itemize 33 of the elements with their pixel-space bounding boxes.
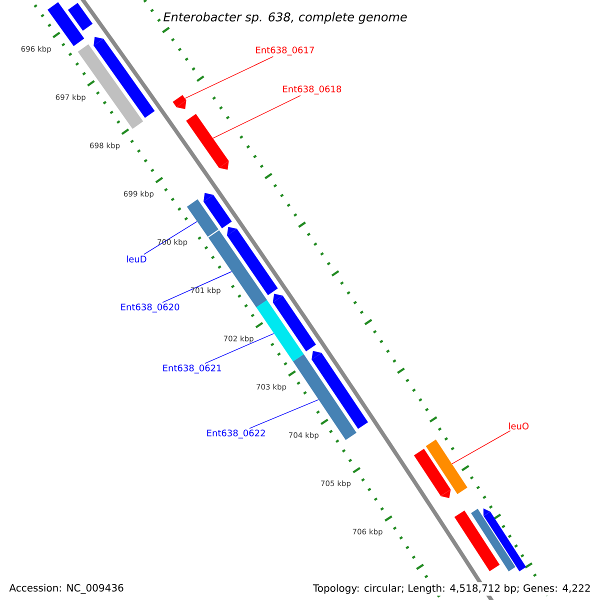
gene-block (471, 508, 516, 572)
leader-line (249, 399, 319, 429)
gene-label: Ent638_0621 (163, 364, 221, 374)
gene-block (483, 508, 526, 572)
gene-block (172, 94, 186, 110)
title: Enterobacter sp. 638, complete genome (161, 10, 410, 26)
gene-block (414, 448, 451, 498)
leader-line (212, 95, 301, 138)
gene-label: Ent638_0620 (121, 304, 180, 312)
gene-block (186, 114, 229, 170)
gene-block (68, 2, 93, 31)
leader-line (162, 271, 232, 303)
gene-block (256, 300, 304, 362)
gene-label: Ent638_0618 (283, 86, 342, 94)
leader-line (452, 430, 511, 464)
gene-block (204, 192, 232, 228)
footer-text: Accession: NC_009436 (7, 582, 126, 596)
gene-block (454, 510, 500, 572)
leader-line (204, 333, 274, 364)
leader-line (144, 221, 198, 255)
gene-block (312, 350, 368, 429)
gene-block (272, 294, 316, 352)
gene-block (94, 36, 155, 118)
gene-label: Ent638_0617 (256, 46, 314, 56)
gene-block (426, 440, 468, 494)
leader-line (184, 56, 274, 99)
gene-label: Ent638_0622 (207, 430, 265, 438)
footer-text: Topology: circular; Length: 4,518,712 bp; Genes: 4,222 (310, 582, 593, 596)
gene-block (186, 199, 218, 237)
gene-label: leuD (126, 256, 146, 262)
gene-label: leuO (509, 422, 529, 430)
gene-block (208, 230, 268, 308)
gene-block (226, 226, 278, 296)
